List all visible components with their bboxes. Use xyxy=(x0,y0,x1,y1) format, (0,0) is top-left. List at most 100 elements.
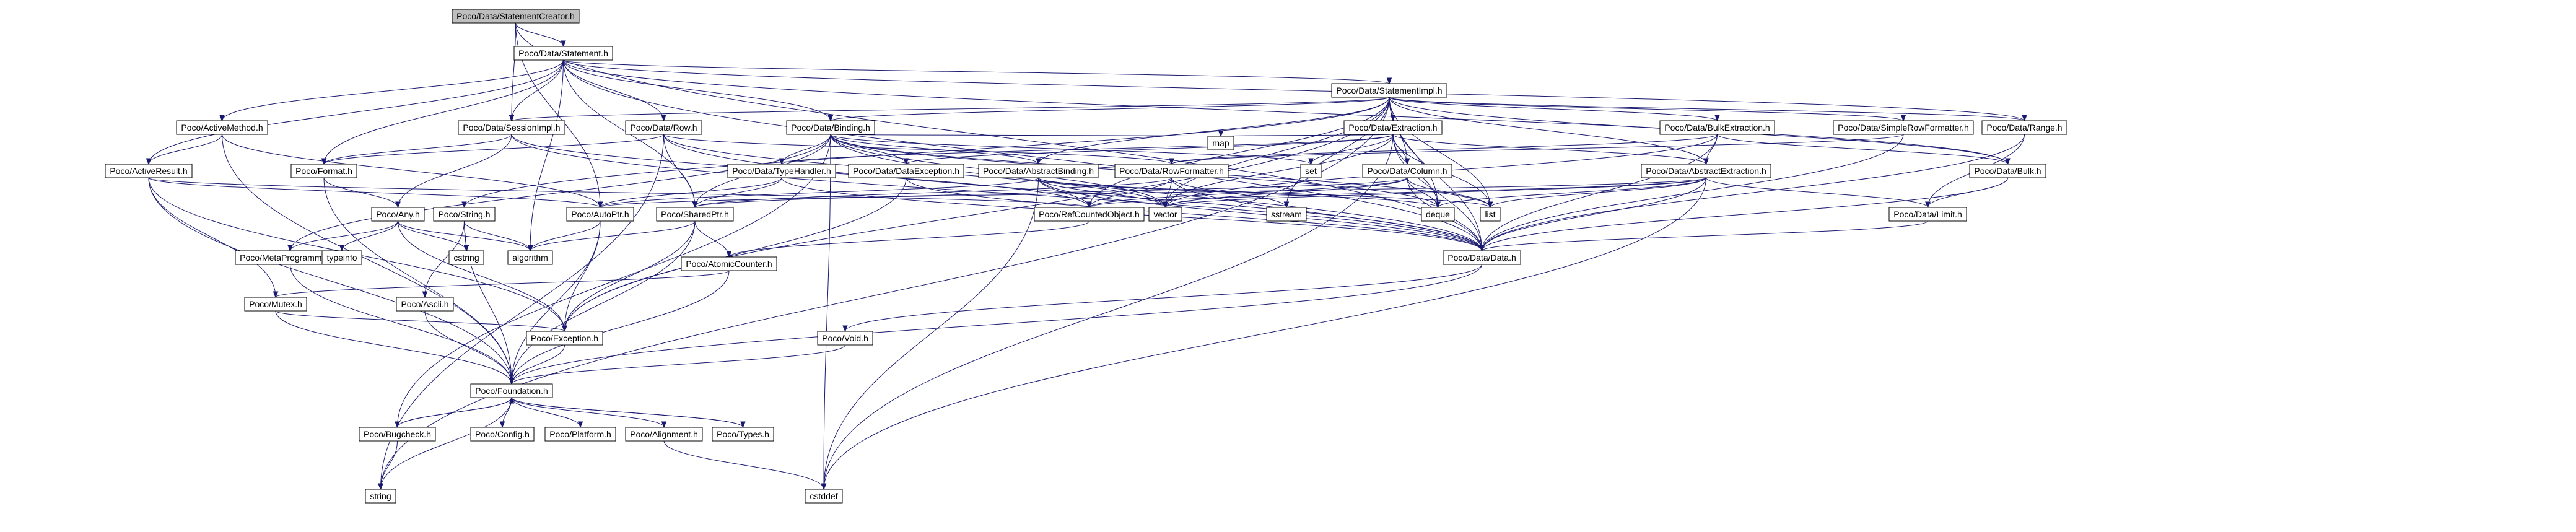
node-deque[interactable]: deque xyxy=(1421,207,1455,222)
node-box[interactable] xyxy=(1148,207,1182,222)
node-string[interactable]: Poco/String.h xyxy=(433,207,496,222)
node-box[interactable] xyxy=(470,427,535,442)
node-box[interactable] xyxy=(458,120,565,135)
node-limit[interactable]: Poco/Data/Limit.h xyxy=(1888,207,1967,222)
node-box[interactable] xyxy=(1207,136,1234,150)
node-algorithm[interactable]: algorithm xyxy=(507,250,553,265)
node-cstring[interactable]: cstring xyxy=(448,250,484,265)
node-box[interactable] xyxy=(1888,207,1967,222)
node-box[interactable] xyxy=(452,9,580,24)
node-refcounted[interactable]: Poco/RefCountedObject.h xyxy=(1034,207,1145,222)
node-extraction[interactable]: Poco/Data/Extraction.h xyxy=(1343,120,1443,135)
node-bulk[interactable]: Poco/Data/Bulk.h xyxy=(1969,164,2046,178)
node-creator[interactable]: Poco/Data/StatementCreator.h xyxy=(452,9,580,24)
node-typehandler[interactable]: Poco/Data/TypeHandler.h xyxy=(727,164,836,178)
node-cstddef[interactable]: cstddef xyxy=(805,489,843,504)
node-box[interactable] xyxy=(1034,207,1145,222)
node-box[interactable] xyxy=(566,207,634,222)
node-types[interactable]: Poco/Types.h xyxy=(712,427,774,442)
node-box[interactable] xyxy=(727,164,836,178)
node-rowformatter[interactable]: Poco/Data/RowFormatter.h xyxy=(1114,164,1229,178)
node-box[interactable] xyxy=(978,164,1099,178)
node-bulkext[interactable]: Poco/Data/BulkExtraction.h xyxy=(1659,120,1775,135)
node-statement[interactable]: Poco/Data/Statement.h xyxy=(513,46,613,61)
node-box[interactable] xyxy=(1480,207,1501,222)
node-activeresult[interactable]: Poco/ActiveResult.h xyxy=(105,164,193,178)
node-ascii[interactable]: Poco/Ascii.h xyxy=(396,297,454,312)
node-atomic[interactable]: Poco/AtomicCounter.h xyxy=(681,256,777,271)
node-box[interactable] xyxy=(1969,164,2046,178)
node-box[interactable] xyxy=(1343,120,1443,135)
node-box[interactable] xyxy=(712,427,774,442)
node-dataexception[interactable]: Poco/Data/DataException.h xyxy=(848,164,964,178)
node-box[interactable] xyxy=(1300,164,1322,178)
node-range[interactable]: Poco/Data/Range.h xyxy=(1981,120,2067,135)
node-foundation[interactable]: Poco/Foundation.h xyxy=(470,383,553,398)
node-alignment[interactable]: Poco/Alignment.h xyxy=(625,427,703,442)
node-box[interactable] xyxy=(1659,120,1775,135)
node-box[interactable] xyxy=(1114,164,1229,178)
node-config[interactable]: Poco/Config.h xyxy=(470,427,535,442)
node-abstractbinding[interactable]: Poco/Data/AbstractBinding.h xyxy=(978,164,1099,178)
node-box[interactable] xyxy=(805,489,843,504)
node-box[interactable] xyxy=(817,331,873,346)
node-box[interactable] xyxy=(1331,83,1447,98)
node-activemethod[interactable]: Poco/ActiveMethod.h xyxy=(176,120,268,135)
node-stmtimpl[interactable]: Poco/Data/StatementImpl.h xyxy=(1331,83,1447,98)
node-sstream[interactable]: sstream xyxy=(1266,207,1307,222)
node-box[interactable] xyxy=(1266,207,1307,222)
node-box[interactable] xyxy=(396,297,454,312)
node-box[interactable] xyxy=(848,164,964,178)
node-binding[interactable]: Poco/Data/Binding.h xyxy=(786,120,875,135)
node-box[interactable] xyxy=(433,207,496,222)
node-sessionimpl[interactable]: Poco/Data/SessionImpl.h xyxy=(458,120,565,135)
node-stdstring[interactable]: string xyxy=(365,489,396,504)
node-box[interactable] xyxy=(625,427,703,442)
node-box[interactable] xyxy=(1833,120,1974,135)
node-box[interactable] xyxy=(359,427,436,442)
node-box[interactable] xyxy=(448,250,484,265)
node-autoptr[interactable]: Poco/AutoPtr.h xyxy=(566,207,634,222)
node-abstractext[interactable]: Poco/Data/AbstractExtraction.h xyxy=(1641,164,1771,178)
node-box[interactable] xyxy=(1641,164,1771,178)
node-metaprog[interactable]: Poco/MetaProgramming.h xyxy=(235,250,346,265)
node-box[interactable] xyxy=(470,383,553,398)
node-box[interactable] xyxy=(321,250,362,265)
node-box[interactable] xyxy=(290,164,357,178)
node-mutex[interactable]: Poco/Mutex.h xyxy=(244,297,307,312)
edge-line xyxy=(830,134,1311,165)
node-list[interactable]: list xyxy=(1480,207,1501,222)
node-box[interactable] xyxy=(244,297,307,312)
node-box[interactable] xyxy=(544,427,616,442)
node-format[interactable]: Poco/Format.h xyxy=(290,164,357,178)
node-box[interactable] xyxy=(176,120,268,135)
node-box[interactable] xyxy=(365,489,396,504)
node-box[interactable] xyxy=(1421,207,1455,222)
node-platform[interactable]: Poco/Platform.h xyxy=(544,427,616,442)
node-box[interactable] xyxy=(1443,250,1521,265)
node-box[interactable] xyxy=(371,207,425,222)
node-set[interactable]: set xyxy=(1300,164,1322,178)
node-simplerowfmt[interactable]: Poco/Data/SimpleRowFormatter.h xyxy=(1833,120,1974,135)
node-void[interactable]: Poco/Void.h xyxy=(817,331,873,346)
node-sharedptr[interactable]: Poco/SharedPtr.h xyxy=(656,207,734,222)
node-box[interactable] xyxy=(105,164,193,178)
node-vector[interactable]: vector xyxy=(1148,207,1182,222)
node-data[interactable]: Poco/Data/Data.h xyxy=(1443,250,1521,265)
node-box[interactable] xyxy=(786,120,875,135)
node-box[interactable] xyxy=(1362,164,1452,178)
node-box[interactable] xyxy=(625,120,702,135)
node-box[interactable] xyxy=(681,256,777,271)
node-bugcheck[interactable]: Poco/Bugcheck.h xyxy=(359,427,436,442)
node-any[interactable]: Poco/Any.h xyxy=(371,207,425,222)
node-box[interactable] xyxy=(507,250,553,265)
node-map[interactable]: map xyxy=(1207,136,1234,150)
node-box[interactable] xyxy=(1981,120,2067,135)
node-box[interactable] xyxy=(513,46,613,61)
node-box[interactable] xyxy=(656,207,734,222)
node-column[interactable]: Poco/Data/Column.h xyxy=(1362,164,1452,178)
node-typeinfo[interactable]: typeinfo xyxy=(321,250,362,265)
node-row[interactable]: Poco/Data/Row.h xyxy=(625,120,702,135)
node-box[interactable] xyxy=(526,331,603,346)
node-exception[interactable]: Poco/Exception.h xyxy=(526,331,603,346)
